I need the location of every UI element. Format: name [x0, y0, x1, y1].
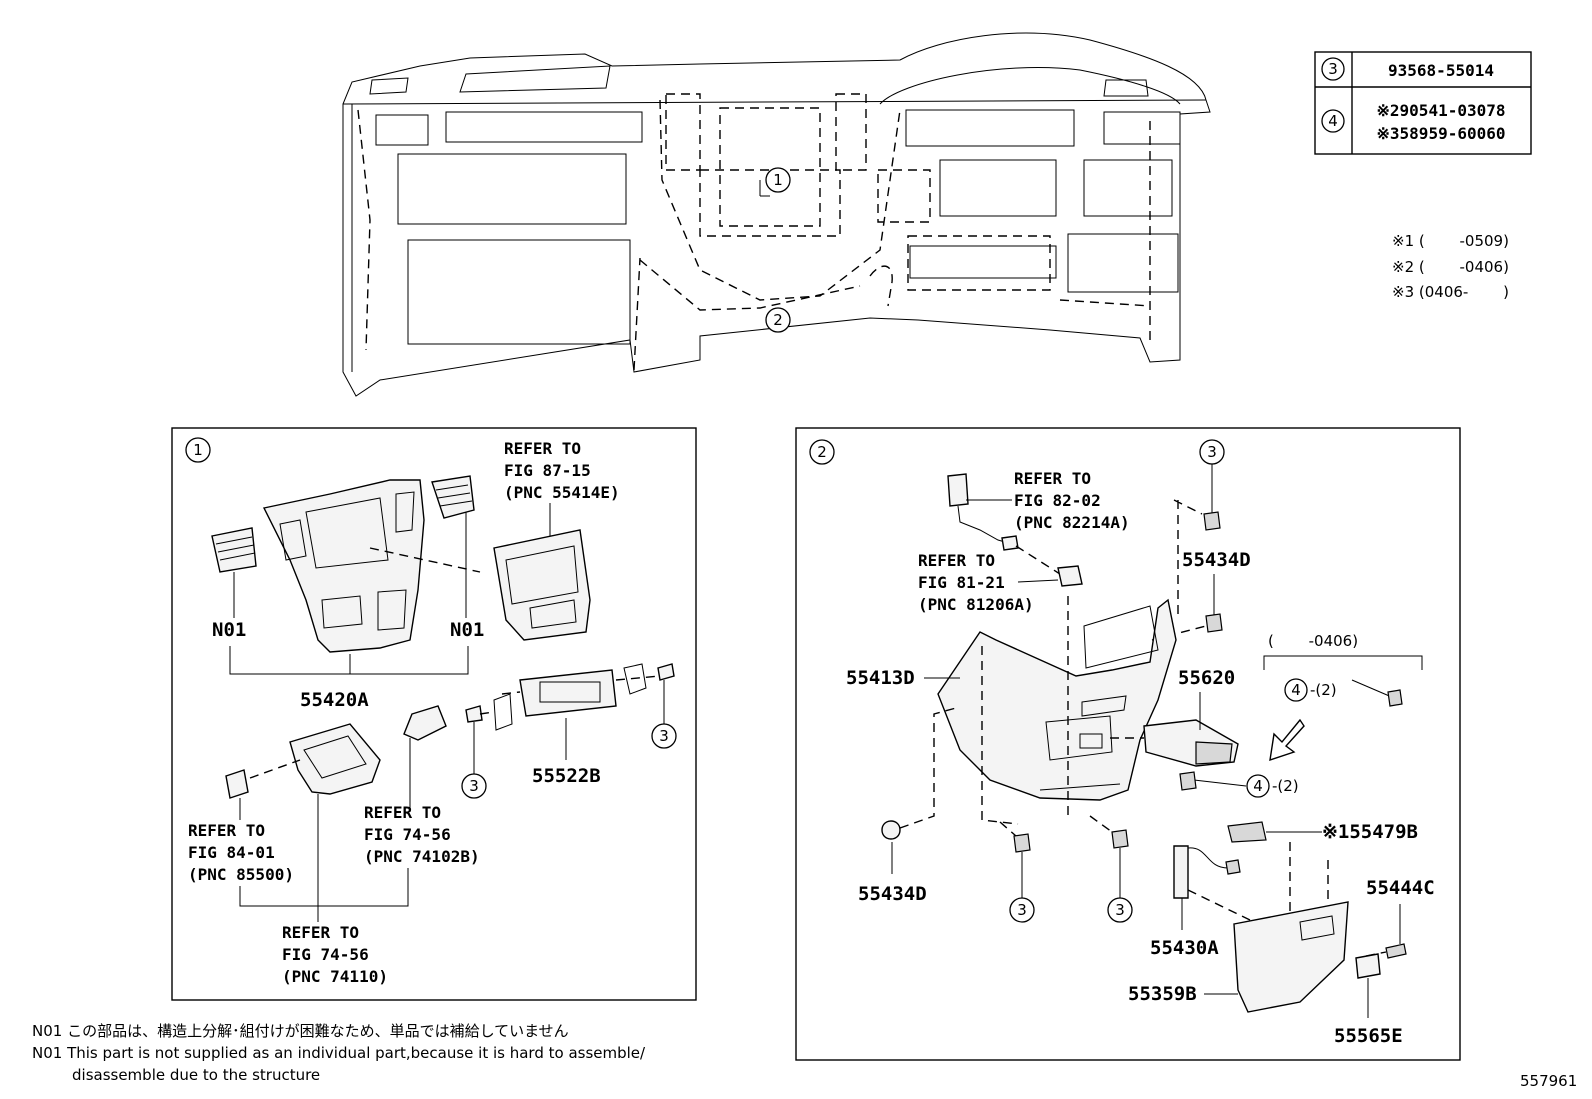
bracket-note-0406: ( -0406)	[1268, 632, 1358, 650]
refer-81-21-line1: REFER TO	[918, 551, 995, 570]
part-55565e: 55565E	[1334, 1025, 1403, 1047]
refer-81-21-line3: (PNC 81206A)	[918, 595, 1034, 614]
refer-74-56-a-line3: (PNC 74102B)	[364, 847, 480, 866]
wire-connector-82214a	[947, 473, 969, 507]
right-air-vent	[431, 475, 475, 519]
panel-2-id: 2	[817, 443, 827, 461]
direction-arrow	[1269, 718, 1305, 762]
audio-bezel	[493, 529, 591, 641]
dashboard-overview: 1 2	[342, 32, 1211, 397]
lamp-55430a	[1173, 845, 1189, 899]
panel1-callout-3-right: 3	[659, 727, 669, 745]
qty-lower: -(2)	[1272, 777, 1299, 795]
panel-1-frame	[171, 427, 697, 1001]
lens-55565e	[1355, 953, 1381, 979]
connector-81206a	[1057, 565, 1083, 587]
refer-82-02-line1: REFER TO	[1014, 469, 1091, 488]
part-55434d-bottom: 55434D	[858, 883, 927, 905]
table-part-90541: ※290541-03078	[1377, 101, 1506, 120]
detail-panel-2: 2 REFER TO FIG 82-02 (PNC 82214A) REFER …	[795, 427, 1461, 1061]
refer-74-56-a-line1: REFER TO	[364, 803, 441, 822]
note-n01-english-1: N01 This part is not supplied as an indi…	[32, 1044, 646, 1062]
switch-74102b	[403, 705, 447, 741]
panel2-callout-4-lower: 4	[1253, 777, 1263, 795]
panel-1-id: 1	[193, 441, 203, 459]
refer-74-56-b-line1: REFER TO	[282, 923, 359, 942]
refer-87-15-line2: FIG 87-15	[504, 461, 591, 480]
part-55430a: 55430A	[1150, 937, 1219, 959]
panel2-callout-3-bottom-left: 3	[1017, 901, 1027, 919]
part-55444c: 55444C	[1366, 877, 1435, 899]
bulb-55444c	[1385, 943, 1407, 959]
note-n01-japanese: N01 この部品は、構造上分解･組付けが困難なため、単品では補給していません	[32, 1022, 569, 1040]
refer-87-15-line1: REFER TO	[504, 439, 581, 458]
n01-right-label: N01	[450, 619, 484, 641]
refer-84-01-line3: (PNC 85500)	[188, 865, 294, 884]
panel2-callout-3-top: 3	[1207, 443, 1217, 461]
bottom-notes: N01 この部品は、構造上分解･組付けが困難なため、単品では補給していません N…	[32, 1022, 646, 1084]
overview-callout-2: 2	[773, 311, 783, 329]
footnote-3: ※3 (0406- )	[1392, 283, 1509, 301]
n01-left-label: N01	[212, 619, 246, 641]
part-55434d-top: 55434D	[1182, 549, 1251, 571]
part-55413d: 55413D	[846, 667, 915, 689]
panel-2-frame	[795, 427, 1461, 1061]
part-number-table: 3 93568-55014 4 ※290541-03078 ※358959-60…	[1314, 51, 1532, 155]
panel2-callout-4-upper: 4	[1291, 681, 1301, 699]
part-55620: 55620	[1178, 667, 1235, 689]
table-ref-circle-4	[1321, 109, 1345, 133]
storage-box-55522b	[519, 669, 617, 717]
table-ref-4: 4	[1328, 112, 1338, 130]
table-border	[1314, 51, 1532, 155]
left-air-vent	[211, 527, 257, 573]
refer-82-02-line3: (PNC 82214A)	[1014, 513, 1130, 532]
overview-callout-circle-1	[765, 167, 791, 193]
center-console-55413d	[937, 598, 1177, 801]
refer-82-02-line2: FIG 82-02	[1014, 491, 1101, 510]
lower-console-insert	[289, 723, 381, 795]
detail-panel-1: 1 REFER TO FIG 87-15 (PNC 55414E) N01 N0…	[171, 427, 697, 1001]
qty-upper: -(2)	[1310, 681, 1337, 699]
refer-74-56-a-line2: FIG 74-56	[364, 825, 451, 844]
panel1-callout-3-left: 3	[469, 777, 479, 795]
part-55479b: ※155479B	[1322, 821, 1418, 843]
overview-callout-1: 1	[773, 171, 783, 189]
table-ref-3: 3	[1328, 60, 1338, 78]
footnote-1: ※1 ( -0509)	[1392, 232, 1509, 250]
refer-84-01-line2: FIG 84-01	[188, 843, 275, 862]
refer-74-56-b-line3: (PNC 74110)	[282, 967, 388, 986]
refer-84-01-line1: REFER TO	[188, 821, 265, 840]
figure-number: 557961	[1520, 1072, 1577, 1090]
overview-callout-circle-2	[765, 307, 791, 333]
note-n01-english-2: disassemble due to the structure	[72, 1066, 320, 1084]
lower-pocket-55359b	[1233, 901, 1349, 1013]
center-cluster-panel	[262, 479, 425, 653]
refer-87-15-line3: (PNC 55414E)	[504, 483, 620, 502]
cigarette-lighter	[225, 769, 249, 799]
refer-74-56-b-line2: FIG 74-56	[282, 945, 369, 964]
footnote-2: ※2 ( -0406)	[1392, 258, 1509, 276]
part-55420a: 55420A	[300, 689, 369, 711]
pad-55479b	[1227, 821, 1267, 843]
refer-81-21-line2: FIG 81-21	[918, 573, 1005, 592]
panel2-callout-3-bottom-right: 3	[1115, 901, 1125, 919]
part-55522b: 55522B	[532, 765, 601, 787]
date-footnotes: ※1 ( -0509) ※2 ( -0406) ※3 (0406- )	[1392, 232, 1509, 301]
part-55359b: 55359B	[1128, 983, 1197, 1005]
table-ref-circle-3	[1321, 57, 1345, 81]
table-part-93568: 93568-55014	[1388, 61, 1494, 80]
table-part-58959: ※358959-60060	[1377, 124, 1506, 143]
